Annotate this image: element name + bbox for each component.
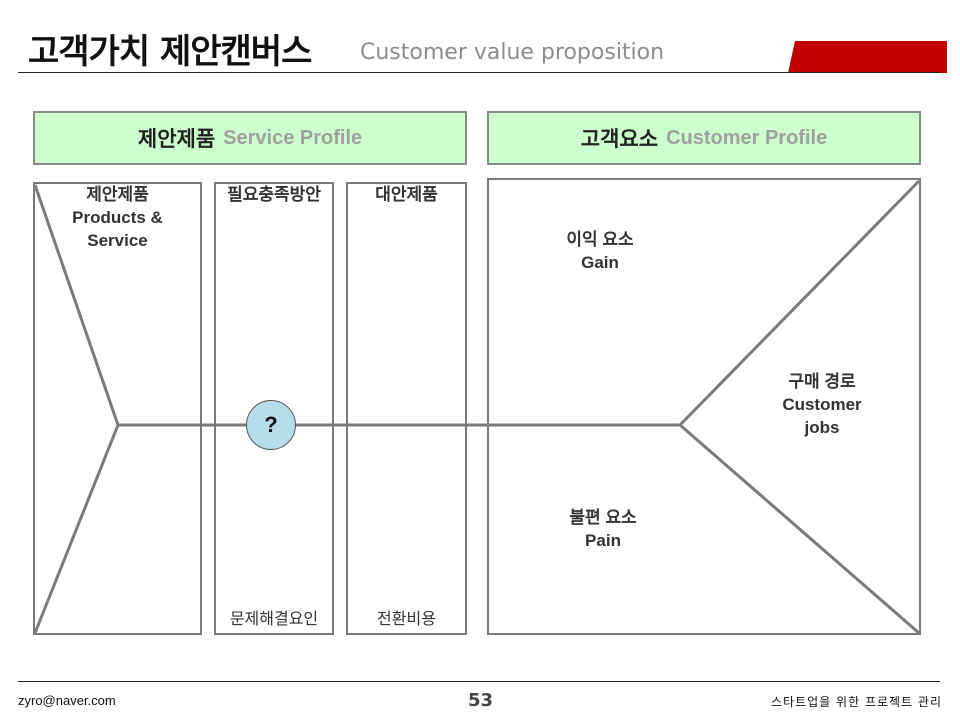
pain-label-ko: 불편 요소 bbox=[569, 508, 637, 527]
customer-jobs-label-ko: 구매 경로 bbox=[788, 372, 856, 391]
footer-caption: 스타트업을 위한 프로젝트 관리 bbox=[771, 695, 942, 709]
customer-profile-header: 고객요소 Customer Profile bbox=[487, 111, 921, 165]
customer-jobs-label: 구매 경로 Customer jobs bbox=[762, 370, 882, 439]
needs-column bbox=[214, 182, 334, 635]
page-number: 53 bbox=[468, 690, 494, 711]
service-profile-header-en: Service Profile bbox=[223, 126, 363, 149]
customer-profile-header-ko: 고객요소 bbox=[580, 127, 659, 151]
footer-email: zyro@naver.com bbox=[18, 693, 116, 708]
pain-label-en: Pain bbox=[585, 531, 621, 550]
customer-jobs-label-en-1: Customer bbox=[782, 395, 862, 414]
page-title: 고객가치 제안캔버스 bbox=[28, 32, 312, 72]
red-accent-tab bbox=[788, 41, 947, 73]
problem-solving-factor-label: 문제해결요인 bbox=[229, 609, 319, 628]
switching-cost-label: 전환비용 bbox=[377, 609, 436, 628]
products-label-ko: 제안제품 bbox=[86, 185, 149, 204]
pain-label: 불편 요소 Pain bbox=[543, 506, 663, 552]
title-divider bbox=[18, 72, 940, 73]
question-mark-connector: ? bbox=[246, 400, 296, 450]
page-subtitle: Customer value proposition bbox=[360, 40, 665, 65]
service-profile-header-ko: 제안제품 bbox=[137, 127, 216, 151]
service-profile-header: 제안제품 Service Profile bbox=[33, 111, 467, 165]
alternatives-label: 대안제품 bbox=[375, 185, 438, 204]
needs-label: 필요충족방안 bbox=[227, 185, 321, 204]
customer-jobs-label-en-2: jobs bbox=[804, 418, 840, 437]
gain-label-ko: 이익 요소 bbox=[566, 230, 634, 249]
products-label-en-2: Service bbox=[87, 231, 148, 250]
footer-divider bbox=[18, 681, 940, 682]
products-label-en-1: Products & bbox=[72, 208, 163, 227]
customer-profile-header-en: Customer Profile bbox=[666, 126, 828, 149]
gain-label: 이익 요소 Gain bbox=[540, 228, 660, 274]
alternatives-column bbox=[346, 182, 467, 635]
gain-label-en: Gain bbox=[581, 253, 619, 272]
products-label: 제안제품 Products & Service bbox=[33, 183, 202, 252]
